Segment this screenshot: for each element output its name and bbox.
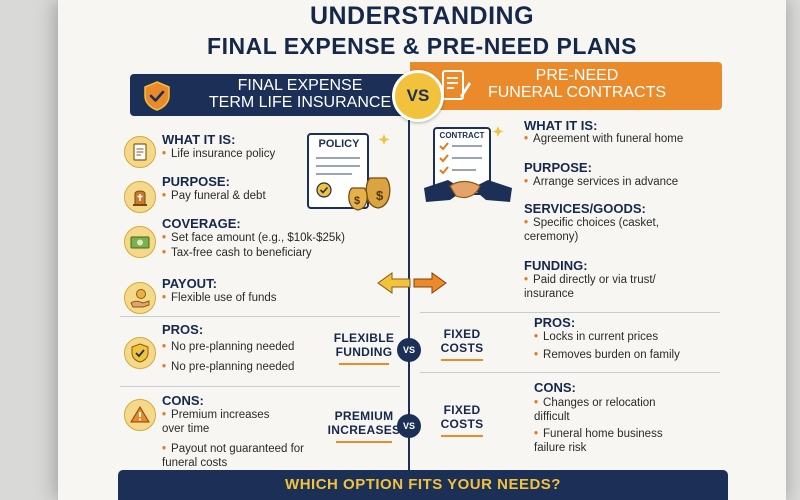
right-header-line2: FUNERAL CONTRACTS bbox=[487, 83, 667, 101]
right-what-it-is-title: WHAT IT IS: bbox=[524, 118, 598, 133]
cons-left-line1: PREMIUM bbox=[334, 409, 394, 423]
right-header-line1: PRE-NEED bbox=[535, 67, 619, 84]
left-what-it-is-title: WHAT IT IS: bbox=[162, 132, 236, 147]
document-icon bbox=[124, 136, 156, 168]
contract-pen-icon bbox=[438, 68, 472, 104]
cons-right-compare: FIXED COSTS bbox=[432, 403, 492, 437]
main-vs-badge: VS bbox=[392, 70, 444, 122]
separator-cons bbox=[120, 386, 400, 387]
left-purpose-title: PURPOSE: bbox=[162, 174, 230, 189]
pros-vs-badge: VS bbox=[397, 338, 421, 362]
double-arrow-icon bbox=[376, 270, 448, 296]
cons-right-line2: COSTS bbox=[440, 416, 484, 431]
separator-pros bbox=[120, 316, 400, 317]
footer-question: WHICH OPTION FITS YOUR NEEDS? bbox=[285, 476, 561, 493]
left-coverage-title: COVERAGE: bbox=[162, 216, 241, 231]
warning-icon bbox=[124, 399, 156, 431]
cons-vs-badge: VS bbox=[397, 414, 421, 438]
right-pros-item-2: •Removes burden on family bbox=[534, 349, 680, 361]
right-services-title: SERVICES/GOODS: bbox=[524, 201, 646, 216]
cons-right-underline bbox=[441, 434, 483, 437]
pros-right-compare: FIXED COSTS bbox=[432, 327, 492, 361]
left-pros-title: PROS: bbox=[162, 322, 204, 337]
right-pros-title: PROS: bbox=[534, 315, 576, 330]
policy-document-illustration: $ $ POLICY bbox=[302, 128, 398, 214]
left-pros-item-2: •No pre-planning needed bbox=[162, 361, 295, 373]
left-purpose-item: •Pay funeral & debt bbox=[162, 190, 266, 202]
cons-right-line1: FIXED bbox=[443, 403, 481, 417]
policy-label: POLICY bbox=[318, 138, 360, 150]
right-pros-item-1: •Locks in current prices bbox=[534, 331, 659, 343]
right-purpose-title: PURPOSE: bbox=[524, 160, 592, 175]
separator-right-cons bbox=[420, 372, 720, 373]
right-header-band: PRE-NEED FUNERAL CONTRACTS bbox=[410, 62, 722, 110]
left-header-line1: FINAL EXPENSE bbox=[237, 77, 363, 94]
contract-label: CONTRACT bbox=[439, 131, 485, 140]
footer-band: WHICH OPTION FITS YOUR NEEDS? bbox=[118, 470, 728, 500]
left-payout-item: •Flexible use of funds bbox=[162, 292, 277, 304]
left-header-line2: TERM LIFE INSURANCE bbox=[208, 93, 392, 111]
cons-left-underline bbox=[336, 440, 392, 443]
pros-left-line2: FUNDING bbox=[335, 344, 393, 359]
right-what-it-is-item: •Agreement with funeral home bbox=[524, 133, 684, 145]
svg-text:$: $ bbox=[354, 195, 360, 207]
pros-right-line1: FIXED bbox=[443, 327, 481, 341]
right-header-text: PRE-NEED FUNERAL CONTRACTS bbox=[432, 67, 722, 102]
left-what-it-is-item: •Life insurance policy bbox=[162, 148, 276, 160]
hand-money-icon bbox=[124, 282, 156, 314]
separator-right-pros bbox=[420, 312, 720, 313]
right-funding-title: FUNDING: bbox=[524, 258, 588, 273]
pros-shield-icon bbox=[124, 337, 156, 369]
right-purpose-item: •Arrange services in advance bbox=[524, 176, 679, 188]
right-cons-title: CONS: bbox=[534, 380, 576, 395]
center-divider bbox=[408, 120, 410, 475]
left-coverage-item-2: •Tax-free cash to beneficiary bbox=[162, 247, 312, 259]
pros-left-underline bbox=[338, 362, 390, 365]
svg-text:$: $ bbox=[376, 188, 384, 203]
left-payout-title: PAYOUT: bbox=[162, 276, 217, 291]
left-cons-item-1: •Premium increases over time bbox=[162, 409, 270, 435]
poster-title-line2: FINAL EXPENSE & PRE-NEED PLANS bbox=[207, 33, 637, 59]
cons-left-compare: PREMIUM INCREASES bbox=[324, 409, 404, 443]
left-pros-item-1: •No pre-planning needed bbox=[162, 341, 295, 353]
pros-right-line2: COSTS bbox=[440, 340, 484, 355]
left-cons-item-2: •Payout not guaranteed for funeral costs bbox=[162, 443, 305, 469]
left-cons-title: CONS: bbox=[162, 393, 204, 408]
shield-check-icon bbox=[140, 79, 174, 113]
cons-left-line2: INCREASES bbox=[327, 422, 401, 437]
tombstone-icon bbox=[124, 181, 156, 213]
poster-title-line1: UNDERSTANDING bbox=[309, 2, 535, 30]
right-cons-item-1: •Changes or relocation difficult bbox=[534, 397, 656, 423]
left-header-text: FINAL EXPENSE TERM LIFE INSURANCE bbox=[180, 77, 420, 112]
right-services-item: •Specific choices (casket, ceremony) bbox=[524, 217, 659, 243]
pros-right-underline bbox=[441, 358, 483, 361]
pros-left-compare: FLEXIBLE FUNDING bbox=[328, 331, 400, 365]
left-header-band: FINAL EXPENSE TERM LIFE INSURANCE bbox=[130, 74, 420, 116]
contract-handshake-illustration: CONTRACT bbox=[420, 122, 516, 218]
right-cons-item-2: •Funeral home business failure risk bbox=[534, 428, 663, 454]
left-coverage-item-1: •Set face amount (e.g., $10k-$25k) bbox=[162, 232, 345, 244]
pros-left-line1: FLEXIBLE bbox=[333, 331, 395, 345]
cash-icon bbox=[124, 226, 156, 258]
infographic-poster: UNDERSTANDING FINAL EXPENSE & PRE-NEED P… bbox=[58, 0, 786, 500]
right-funding-item: •Paid directly or via trust/ insurance bbox=[524, 274, 656, 300]
